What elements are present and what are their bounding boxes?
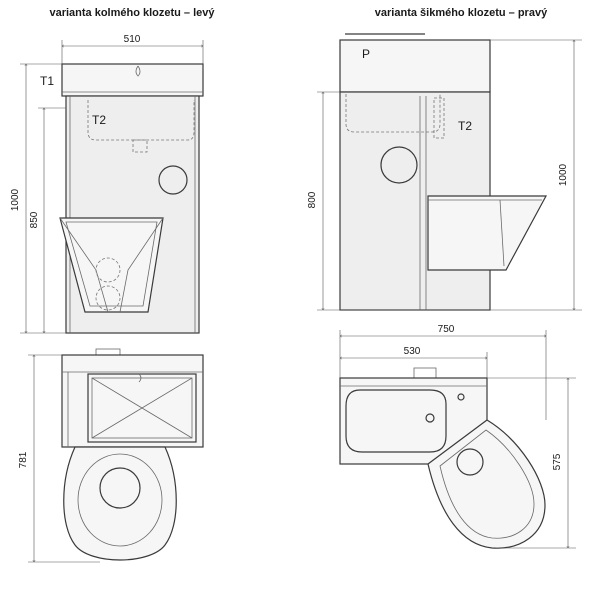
right-top-toilet-rim (439, 429, 535, 539)
right-countertop (339, 39, 491, 93)
left-top-view: 781 (18, 348, 204, 562)
top-toilet-bowl (63, 446, 177, 561)
right-top-view: 750 530 575 (339, 324, 576, 549)
right-top-basin (345, 389, 447, 453)
right-overflow (457, 393, 465, 401)
right-toilet-bowl (427, 195, 548, 271)
dim-left-width: 510 (124, 34, 141, 45)
dim-right-width-total: 750 (438, 324, 455, 335)
toilet-bowl-inner (65, 221, 158, 307)
left-front-view: 510 T1 T2 1000 850 (10, 34, 204, 334)
dim-left-height-total: 1000 (10, 188, 21, 211)
right-toilet-fold (499, 199, 505, 267)
right-front-view: P T2 800 1000 (307, 33, 582, 311)
label-t2-left: T2 (92, 113, 106, 127)
basin-cross (91, 377, 193, 439)
toilet-bowl (59, 217, 164, 313)
right-top-faucet (413, 367, 437, 379)
dim-left-height-cabinet: 850 (29, 211, 40, 228)
round-cutout-icon (158, 165, 188, 195)
right-top-toilet-outlet (456, 448, 484, 476)
hidden-basin-outline-right (345, 94, 441, 133)
hidden-outlet (95, 285, 121, 311)
dim-right-width-basin: 530 (404, 346, 421, 357)
hidden-drain (132, 139, 148, 153)
title-right-variant: varianta šikmého klozetu – pravý (375, 7, 548, 19)
right-basin-drain (425, 413, 435, 423)
top-toilet-outlet (99, 467, 141, 509)
top-faucet (95, 348, 121, 356)
hidden-outlet (95, 257, 121, 283)
top-basin-inner (91, 377, 193, 439)
top-basin (87, 373, 197, 443)
dim-right-height-cabinet: 800 (307, 191, 318, 208)
dim-right-depth: 575 (552, 453, 563, 470)
top-overflow (138, 373, 142, 383)
top-toilet-rim (77, 453, 163, 547)
countertop (61, 63, 204, 97)
top-countertop (61, 354, 204, 448)
title-left-variant: varianta kolmého klozetu – levý (49, 7, 215, 19)
dim-left-depth: 781 (18, 451, 29, 468)
faucet-icon (135, 65, 141, 77)
label-t1: T1 (40, 74, 54, 88)
hidden-siphon-right (433, 97, 445, 139)
round-cutout-right-icon (380, 146, 418, 184)
label-t2-right: T2 (458, 119, 472, 133)
bowl-ridge (119, 217, 164, 313)
label-p: P (362, 47, 370, 61)
dim-right-height-total: 1000 (558, 163, 569, 186)
hidden-basin-outline (87, 100, 195, 141)
